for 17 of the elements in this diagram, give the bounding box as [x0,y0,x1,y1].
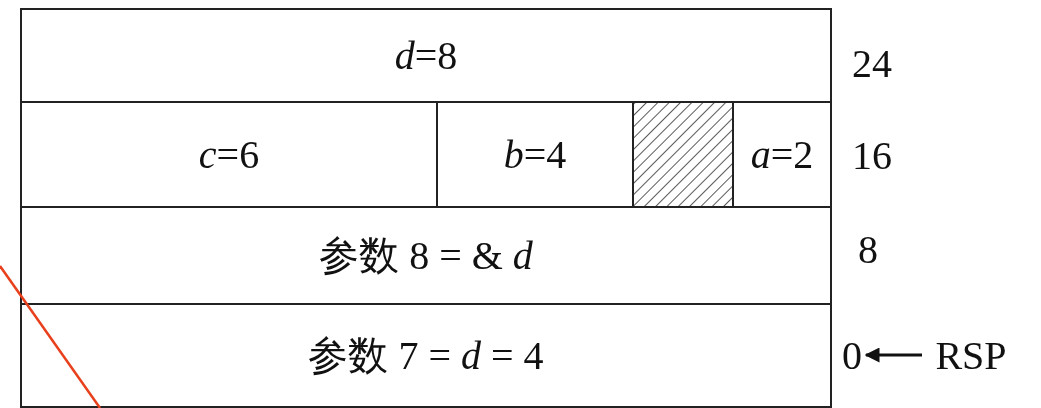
hatched-padding-box [632,101,734,208]
leader-line [0,265,102,408]
cell-text: b=4 [503,131,567,178]
pointer-arrow [864,347,922,363]
cell-text: 参数 7 = d = 4 [308,332,544,380]
parameter-cell [20,206,832,305]
offset-label: 24 [852,40,892,87]
cell-text: a=2 [750,131,814,178]
offset-label: 0 [842,331,862,379]
cell-text: d=8 [394,32,458,79]
cell-text: c=6 [198,131,260,178]
parameter-cell [20,303,832,408]
offset-label: 8 [858,226,878,273]
value-cell [20,8,832,103]
cell-text: 参数 8 = & d [319,232,533,280]
register-label: RSP [935,331,1007,379]
offset-label: 16 [852,132,892,179]
